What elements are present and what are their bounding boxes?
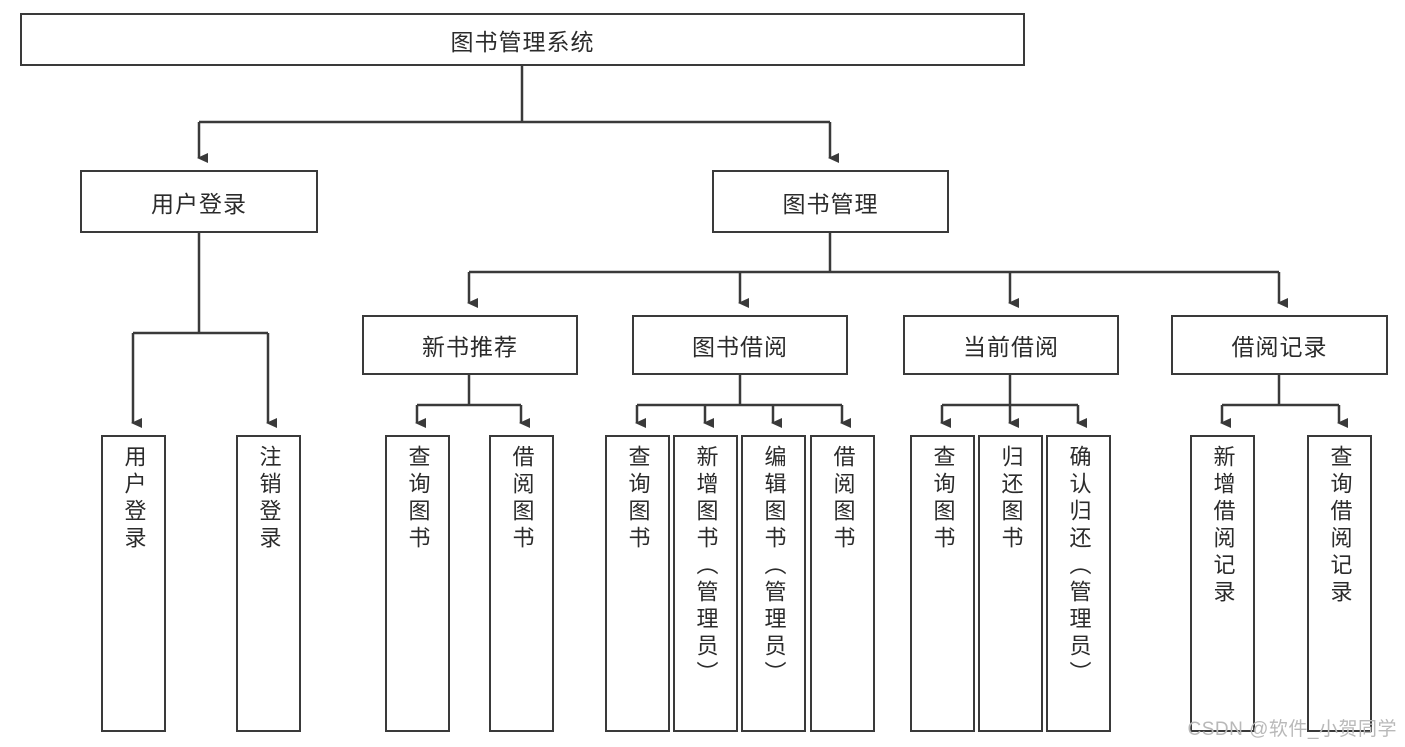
leaf-new-book-borrow[interactable]: 借阅图书 [489, 435, 554, 732]
node-label: 查询图书 [405, 445, 431, 553]
node-label: 注销登录 [256, 445, 282, 553]
leaf-new-book-query[interactable]: 查询图书 [385, 435, 450, 732]
leaf-current-query-book[interactable]: 查询图书 [910, 435, 975, 732]
node-label: 用户登录 [151, 190, 247, 217]
leaf-record-add[interactable]: 新增借阅记录 [1190, 435, 1255, 732]
node-label: 新书推荐 [422, 334, 518, 360]
node-label: 查询图书 [625, 445, 651, 553]
leaf-current-confirm-return[interactable]: 确认归还（管理员） [1046, 435, 1111, 732]
leaf-current-return-book[interactable]: 归还图书 [978, 435, 1043, 732]
node-label: 查询借阅记录 [1327, 445, 1353, 607]
node-label: 图书管理 [782, 190, 879, 217]
node-label: 归还图书 [998, 445, 1024, 553]
node-label: 确认归还（管理员） [1066, 445, 1092, 688]
node-book-management[interactable]: 图书管理 [712, 170, 949, 233]
node-user-login[interactable]: 用户登录 [80, 170, 318, 233]
node-label: 查询图书 [930, 445, 956, 553]
node-label: 借阅记录 [1231, 334, 1328, 360]
leaf-user-logout[interactable]: 注销登录 [236, 435, 301, 732]
node-label: 借阅图书 [830, 445, 856, 553]
leaf-borrow-query-book[interactable]: 查询图书 [605, 435, 670, 732]
node-label: 当前借阅 [963, 334, 1059, 360]
node-root-system[interactable]: 图书管理系统 [20, 13, 1025, 66]
node-book-borrow[interactable]: 图书借阅 [632, 315, 848, 375]
leaf-borrow-borrow-book[interactable]: 借阅图书 [810, 435, 875, 732]
node-borrow-record[interactable]: 借阅记录 [1171, 315, 1388, 375]
leaf-user-login[interactable]: 用户登录 [101, 435, 166, 732]
node-label: 用户登录 [121, 445, 147, 553]
node-label: 图书管理系统 [450, 28, 595, 55]
leaf-borrow-edit-book[interactable]: 编辑图书（管理员） [741, 435, 806, 732]
csdn-watermark: CSDN @软件_小贺同学 [1187, 719, 1397, 740]
node-label: 借阅图书 [509, 445, 535, 553]
node-label: 新增借阅记录 [1210, 445, 1236, 607]
node-label: 图书借阅 [692, 334, 788, 360]
leaf-borrow-add-book[interactable]: 新增图书（管理员） [673, 435, 738, 732]
node-label: 新增图书（管理员） [693, 445, 719, 688]
node-new-book-recommend[interactable]: 新书推荐 [362, 315, 578, 375]
node-current-borrow[interactable]: 当前借阅 [903, 315, 1119, 375]
leaf-record-query[interactable]: 查询借阅记录 [1307, 435, 1372, 732]
node-label: 编辑图书（管理员） [761, 445, 787, 688]
